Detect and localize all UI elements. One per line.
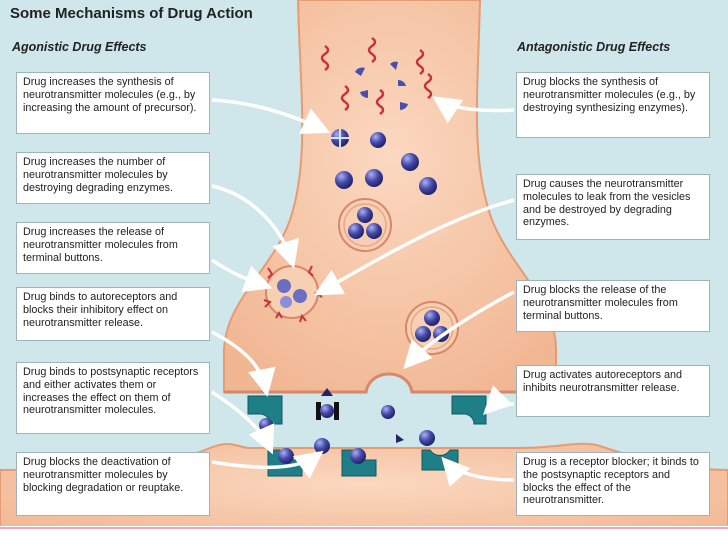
agonist-box-postsynaptic: Drug binds to postsynaptic receptors and… — [16, 362, 210, 434]
autoreceptors — [247, 395, 487, 425]
bottom-strip — [0, 526, 728, 546]
vesicle-lower — [405, 301, 459, 355]
vesicle-upper — [338, 198, 392, 252]
presynaptic-terminal — [223, 0, 557, 393]
antagonist-box-autoreceptors: Drug activates autoreceptors and inhibit… — [516, 365, 710, 417]
agonist-box-autoreceptors: Drug binds to autoreceptors and blocks t… — [16, 287, 210, 341]
antagonist-box-release: Drug blocks the release of the neurotran… — [516, 280, 710, 332]
antagonistic-heading: Antagonistic Drug Effects — [517, 40, 671, 54]
precursor-fragments — [355, 61, 408, 111]
agonist-box-release: Drug increases the release of neurotrans… — [16, 222, 210, 274]
agonist-box-degrading-enzymes: Drug increases the number of neurotransm… — [16, 152, 210, 204]
agonist-box-deactivation: Drug blocks the deactivation of neurotra… — [16, 452, 210, 516]
agonist-box-synthesis: Drug increases the synthesis of neurotra… — [16, 72, 210, 134]
antagonist-box-synthesis: Drug blocks the synthesis of neurotransm… — [516, 72, 710, 138]
figure-title: Some Mechanisms of Drug Action — [10, 5, 253, 22]
pink-divider — [0, 527, 728, 529]
synthesizing-enzymes — [320, 36, 433, 116]
cleft-molecules — [314, 405, 435, 454]
antagonist-box-leak: Drug causes the neurotransmitter molecul… — [516, 174, 710, 240]
neurotransmitter-molecules — [335, 153, 437, 195]
reuptake-transporter — [316, 388, 339, 420]
agonistic-heading: Agonistic Drug Effects — [12, 40, 147, 54]
pointer-arrows — [211, 96, 515, 487]
forming-molecules — [331, 129, 386, 148]
antagonist-box-receptor-blocker: Drug is a receptor blocker; it binds to … — [516, 452, 710, 516]
